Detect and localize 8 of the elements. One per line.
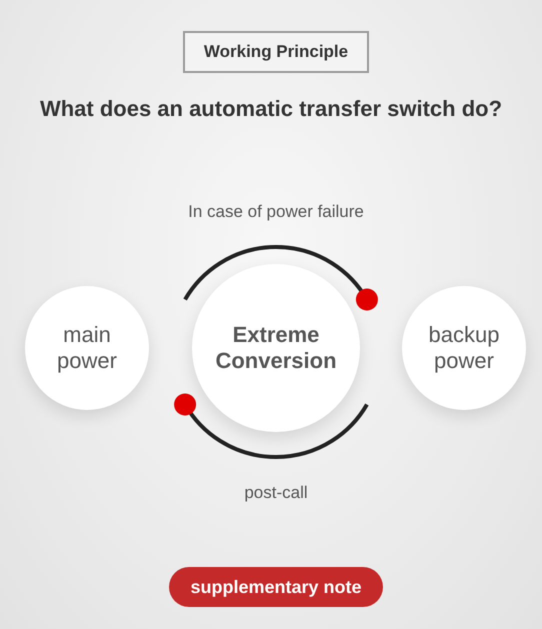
heading: What does an automatic transfer switch do?: [38, 96, 504, 122]
arc-label: In case of power failure: [188, 202, 364, 222]
circle-node: main power: [25, 286, 149, 410]
heading-box: Working Principle: [183, 31, 369, 73]
circle-node: Extreme Conversion: [192, 264, 360, 432]
arc-label: post-call: [244, 483, 308, 503]
note-pill: supplementary note: [169, 567, 383, 607]
circle-node: backup power: [402, 286, 526, 410]
